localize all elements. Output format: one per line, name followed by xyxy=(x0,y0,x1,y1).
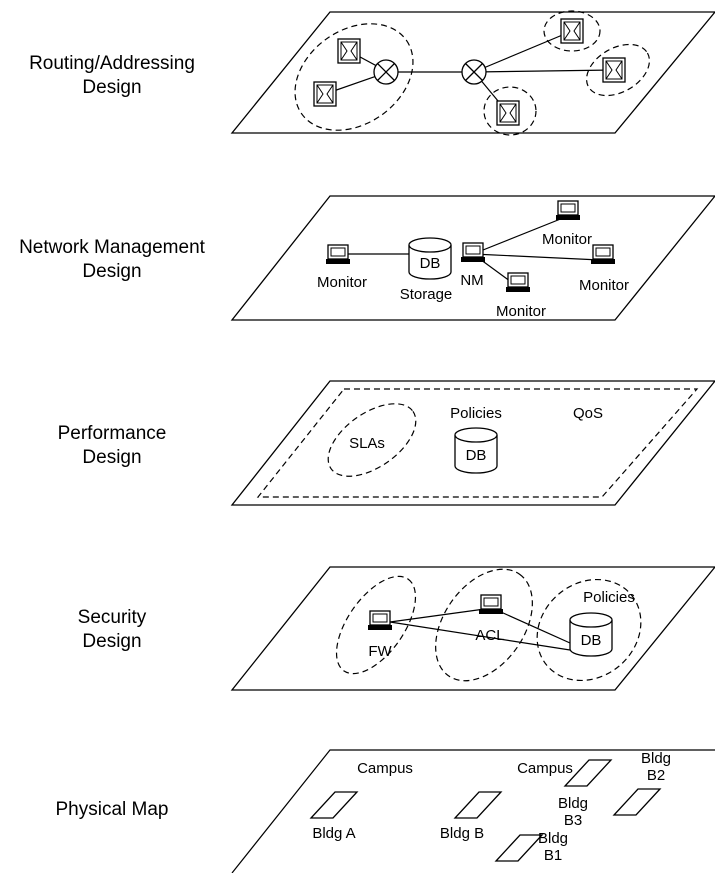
computer-icon xyxy=(478,594,504,615)
building-b1 xyxy=(494,834,544,862)
routing-area-right xyxy=(585,43,651,97)
routing-area-top-right xyxy=(543,10,601,52)
nm-label: NM xyxy=(460,272,483,289)
database-icon xyxy=(454,427,498,474)
performance-label-line2: Design xyxy=(82,447,142,468)
computer-icon xyxy=(590,244,616,265)
database-icon xyxy=(408,237,452,280)
switch-icon xyxy=(313,81,337,107)
computer-icon xyxy=(555,200,581,221)
computer-icon xyxy=(325,244,351,265)
performance-db-label: DB xyxy=(466,447,487,464)
bldg-b2-number: B2 xyxy=(647,767,665,784)
acl-label: ACL xyxy=(475,627,504,644)
database-icon xyxy=(569,612,613,657)
switch-icon xyxy=(337,38,361,64)
slas-label: SLAs xyxy=(349,435,385,452)
security-design-label: Security Design xyxy=(2,606,222,654)
building-b2 xyxy=(612,788,662,816)
qos-boundary xyxy=(256,388,699,498)
building-b xyxy=(453,791,503,819)
policies-label: Policies xyxy=(450,405,502,422)
performance-label-line1: Performance xyxy=(57,423,167,444)
physical-map-label: Physical Map xyxy=(2,798,222,822)
qos-label: QoS xyxy=(573,405,603,422)
security-plane xyxy=(230,566,715,691)
performance-layer: SLAs Policies QoS DB xyxy=(230,380,715,506)
routing-area-left xyxy=(294,23,414,131)
network-management-design-label: Network Management Design xyxy=(2,236,222,284)
routing-area-bottom xyxy=(483,86,537,136)
routing-label-line1: Routing/Addressing xyxy=(29,53,195,74)
building-a xyxy=(309,791,359,819)
performance-design-label: Performance Design xyxy=(2,422,222,470)
security-layer: FW ACL Policies DB xyxy=(230,566,715,691)
bldg-b3-number: B3 xyxy=(564,812,582,829)
routing-design-label: Routing/Addressing Design xyxy=(2,52,222,100)
policies-area xyxy=(536,578,642,682)
slas-area xyxy=(327,403,417,477)
campus-label: Campus xyxy=(517,760,573,777)
fw-area xyxy=(335,575,417,675)
routing-layer xyxy=(230,10,715,136)
netmgmt-label-line2: Design xyxy=(82,261,142,282)
monitor-label: Monitor xyxy=(579,277,629,294)
switch-icon xyxy=(602,57,626,83)
netmgmt-db-label: DB xyxy=(420,255,441,272)
fw-label: FW xyxy=(368,643,392,660)
physical-layer: Campus Campus Bldg A Bldg B Bldg B3 Bldg… xyxy=(231,749,715,873)
campus-label: Campus xyxy=(357,760,413,777)
computer-icon xyxy=(367,610,393,631)
physical-plane xyxy=(231,749,715,873)
monitor-label: Monitor xyxy=(542,231,592,248)
router-icon xyxy=(461,59,487,85)
network-management-layer: DB Monitor Storage NM Monitor Monitor Mo… xyxy=(230,195,715,321)
switch-icon xyxy=(560,18,584,44)
bldg-a-label: Bldg A xyxy=(312,825,355,842)
computer-icon xyxy=(505,272,531,293)
storage-label: Storage xyxy=(400,286,453,303)
security-label-line1: Security xyxy=(77,607,147,628)
router-icon xyxy=(373,59,399,85)
monitor-label: Monitor xyxy=(496,303,546,320)
switch-icon xyxy=(496,100,520,126)
building-b3 xyxy=(563,759,613,787)
bldg-b2-label: Bldg xyxy=(641,750,671,767)
computer-icon xyxy=(460,242,486,263)
acl-area xyxy=(435,568,533,682)
security-label-line2: Design xyxy=(82,631,142,652)
bldg-b-label: Bldg B xyxy=(440,825,484,842)
policies-label: Policies xyxy=(583,589,635,606)
security-db-label: DB xyxy=(581,632,602,649)
bldg-b1-number: B1 xyxy=(544,847,562,864)
physical-label-line1: Physical Map xyxy=(55,799,169,820)
routing-label-line2: Design xyxy=(82,77,142,98)
monitor-label: Monitor xyxy=(317,274,367,291)
bldg-b1-label: Bldg xyxy=(538,830,568,847)
bldg-b3-label: Bldg xyxy=(558,795,588,812)
netmgmt-label-line1: Network Management xyxy=(19,237,205,258)
